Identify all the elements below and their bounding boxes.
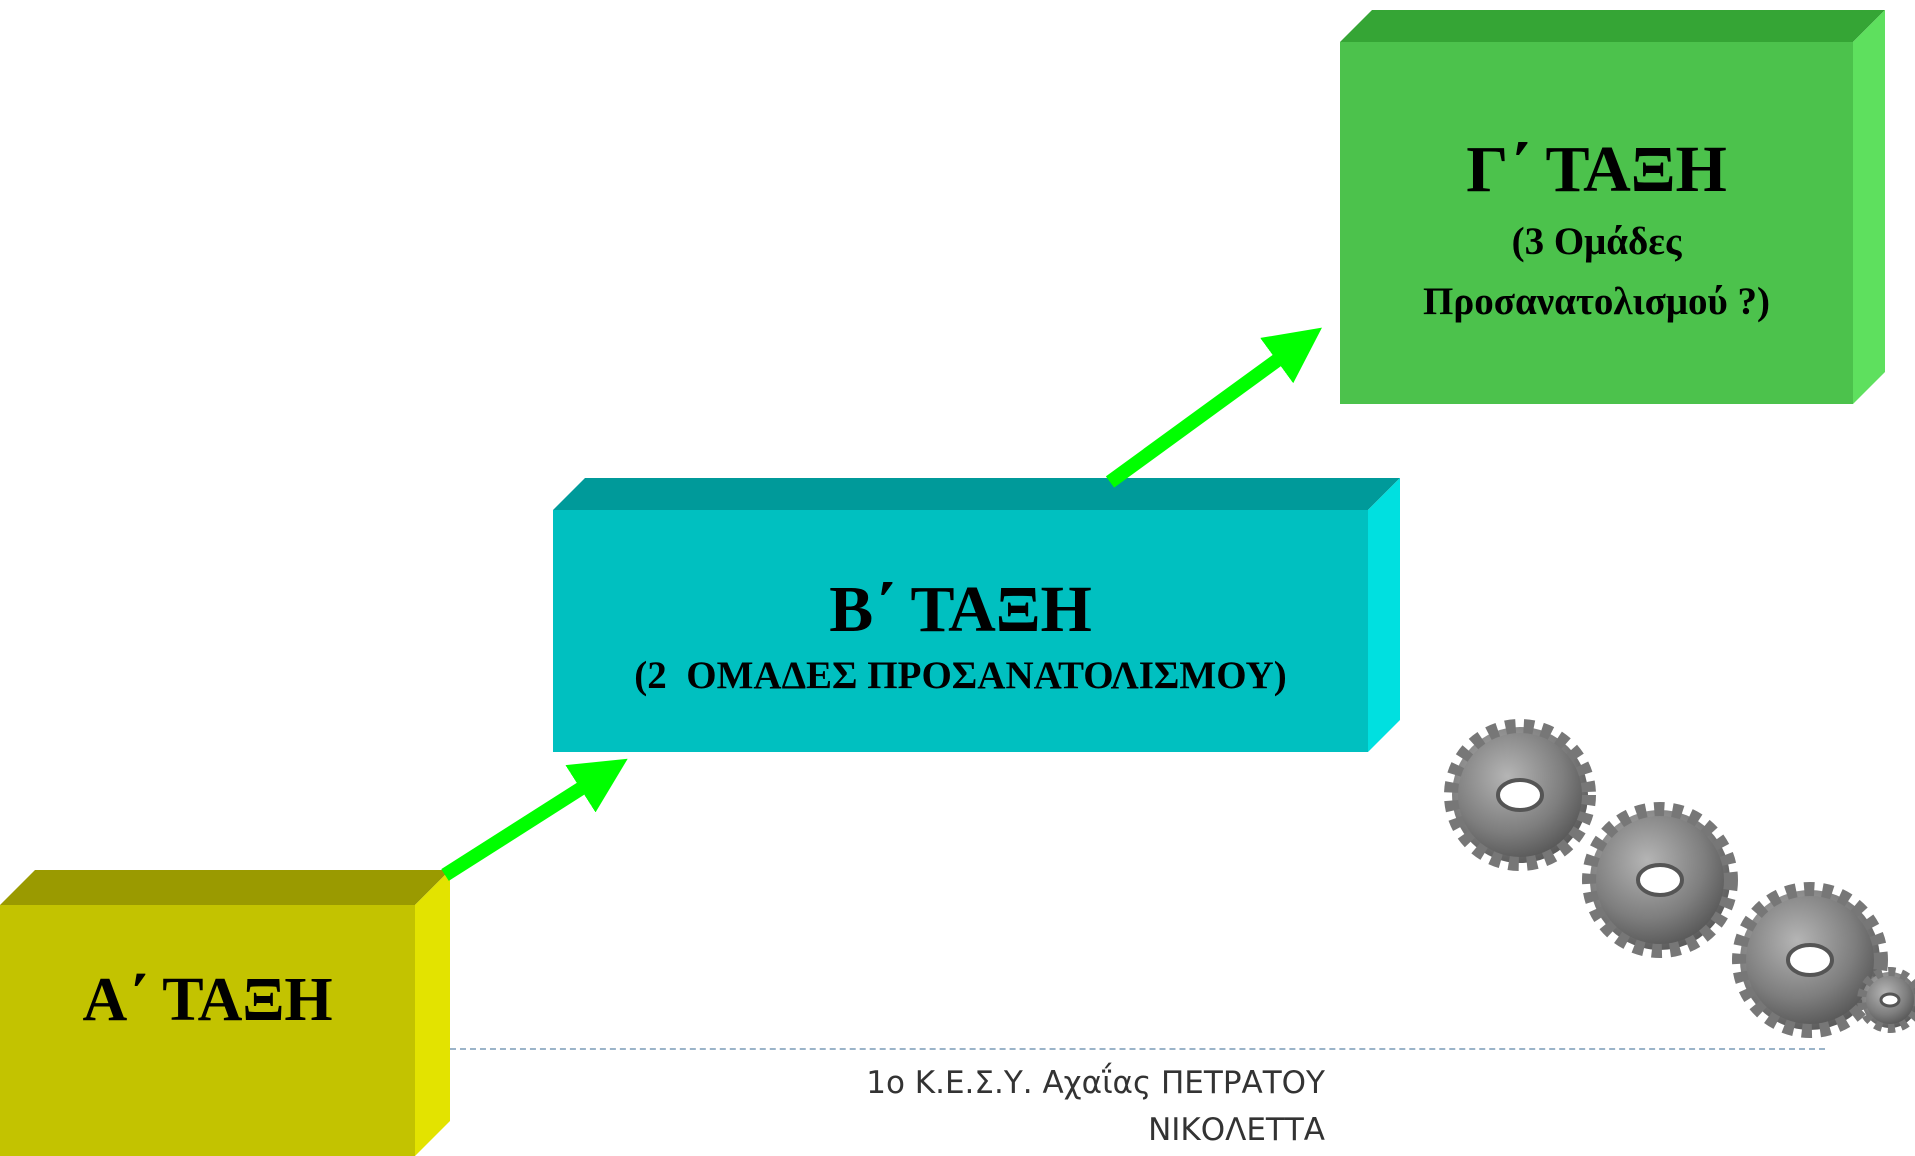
box-a	[0, 870, 450, 1156]
box-b-title: Β΄ ΤΑΞΗ	[829, 573, 1092, 646]
gears-icon	[1444, 719, 1915, 1038]
box-c-title: Γ΄ ΤΑΞΗ	[1466, 133, 1727, 206]
box-c	[1340, 10, 1885, 404]
box-c-subtitle-line1: (3 Ομάδες	[1511, 220, 1682, 263]
box-b-subtitle: (2 ΟΜΑΔΕΣ ΠΡΟΣΑΝΑΤΟΛΙΣΜΟΥ)	[634, 654, 1287, 697]
footer-line-2: ΝΙΚΟΛΕΤΤΑ	[1148, 1111, 1325, 1148]
box-a-title: Α΄ ΤΑΞΗ	[82, 966, 333, 1034]
footer-divider	[450, 1048, 1825, 1050]
arrow-icon	[1105, 327, 1322, 488]
footer-line-1: 1ο Κ.Ε.Σ.Υ. Αχαΐας ΠΕΤΡΑΤΟΥ	[866, 1065, 1325, 1101]
box-c-subtitle-line2: Προσανατολισμού ?)	[1423, 280, 1770, 323]
footer-text: 1ο Κ.Ε.Σ.Υ. Αχαΐας ΠΕΤΡΑΤΟΥ ΝΙΚΟΛΕΤΤΑ	[700, 1060, 1325, 1153]
arrow-icon	[441, 758, 628, 881]
box-b	[553, 478, 1400, 752]
